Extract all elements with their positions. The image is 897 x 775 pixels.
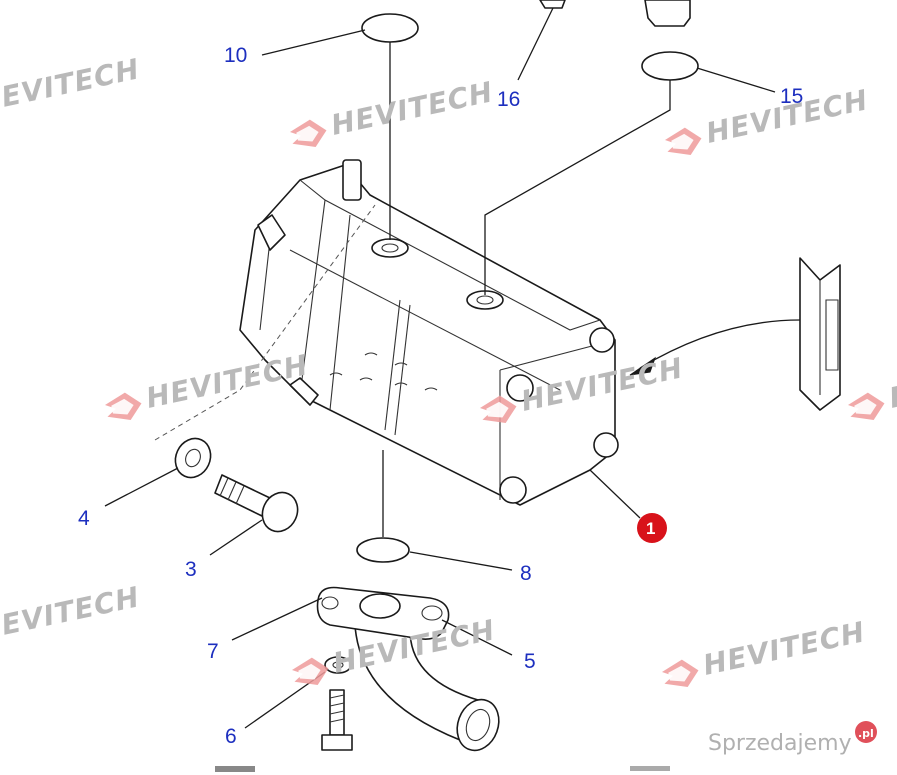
watermark-4: HEVITECH	[103, 348, 311, 425]
fitting-16	[517, 0, 566, 81]
bottom-edge-artifacts	[215, 766, 670, 772]
svg-text:HEVITECH: HEVITECH	[700, 615, 868, 682]
watermark-3: HEVITECH	[663, 83, 871, 160]
callout-8: 8	[520, 562, 532, 585]
elbow-pipe-5	[316, 586, 513, 752]
marker-1: 1	[637, 513, 667, 543]
leader-7	[231, 597, 323, 641]
callout-4: 4	[78, 507, 90, 530]
watermark-2: HEVITECH	[288, 75, 496, 152]
svg-text:HEVITECH: HEVITECH	[328, 75, 496, 142]
fitting-15	[484, 0, 776, 295]
watermark-9: HEVITECH	[660, 615, 868, 692]
svg-text:Sprzedajemy: Sprzedajemy	[708, 731, 852, 756]
callout-6: 6	[225, 725, 237, 748]
leader-1	[589, 469, 641, 519]
watermark-7: HEVITECH	[0, 580, 143, 647]
detail-inset	[629, 257, 841, 411]
watermark-1: HEVITECH	[0, 52, 143, 119]
svg-text:HEVITECH: HEVITECH	[886, 348, 897, 415]
svg-text:.pl: .pl	[858, 727, 874, 740]
watermark-6: HEVITECH	[846, 348, 897, 425]
oring-10	[261, 13, 419, 240]
svg-text:1: 1	[646, 519, 655, 538]
callout-7: 7	[207, 640, 219, 663]
bolt-3	[209, 474, 299, 556]
callout-15: 15	[780, 85, 803, 108]
pump-body	[239, 159, 619, 506]
bolt-6	[244, 656, 353, 751]
svg-text:HEVITECH: HEVITECH	[0, 52, 143, 119]
callout-5: 5	[524, 650, 536, 673]
svg-text:HEVITECH: HEVITECH	[143, 348, 311, 415]
washer-4	[104, 204, 376, 507]
oring-8	[356, 450, 513, 571]
svg-text:HEVITECH: HEVITECH	[0, 580, 143, 647]
footer-watermark: Sprzedajemy .pl	[708, 721, 877, 756]
callout-3: 3	[185, 558, 197, 581]
callout-16: 16	[497, 88, 520, 111]
callout-10: 10	[224, 44, 247, 67]
